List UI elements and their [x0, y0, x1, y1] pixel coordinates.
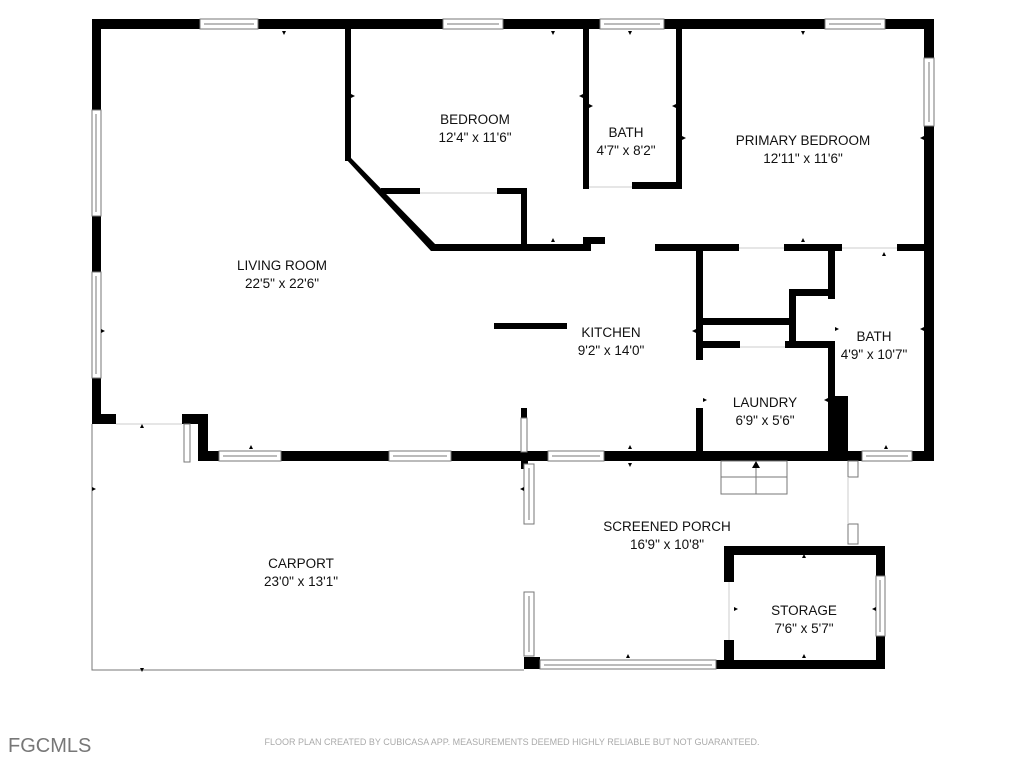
room-name: BATH [856, 329, 892, 344]
room-dimensions: 22'5" x 22'6" [244, 276, 320, 291]
room-name: LAUNDRY [732, 395, 798, 410]
room-carport: CARPORT 23'0" x 13'1" [264, 555, 338, 591]
room-name: BATH [608, 125, 644, 140]
room-dimensions: 4'9" x 10'7" [840, 347, 908, 362]
walls [92, 19, 934, 669]
disclaimer-text: FLOOR PLAN CREATED BY CUBICASA APP. MEAS… [0, 737, 1024, 747]
room-dimensions: 9'2" x 14'0" [577, 343, 645, 358]
room-kitchen: KITCHEN 9'2" x 14'0" [578, 324, 645, 360]
room-bath-1: BATH 4'7" x 8'2" [596, 124, 655, 160]
room-name: KITCHEN [581, 325, 641, 340]
room-dimensions: 4'7" x 8'2" [596, 143, 656, 158]
room-dimensions: 12'4" x 11'6" [438, 130, 512, 145]
room-primary-bedroom: PRIMARY BEDROOM 12'11" x 11'6" [736, 132, 871, 168]
room-name: PRIMARY BEDROOM [735, 133, 871, 148]
dimension-ticks [92, 31, 924, 672]
room-bath-2: BATH 4'9" x 10'7" [841, 328, 908, 364]
room-living-room: LIVING ROOM 22'5" x 22'6" [237, 257, 327, 293]
room-laundry: LAUNDRY 6'9" x 5'6" [733, 394, 797, 430]
room-name: CARPORT [268, 556, 334, 571]
windows [91, 18, 935, 670]
room-storage: STORAGE 7'6" x 5'7" [771, 602, 837, 638]
disclaimer-label: FLOOR PLAN CREATED BY CUBICASA APP. MEAS… [264, 737, 760, 747]
room-dimensions: 23'0" x 13'1" [263, 574, 339, 589]
room-name: STORAGE [771, 603, 837, 618]
room-dimensions: 12'11" x 11'6" [763, 151, 843, 166]
mls-logo: FGCMLS [8, 735, 92, 757]
room-name: LIVING ROOM [236, 258, 328, 273]
room-bedroom: BEDROOM 12'4" x 11'6" [438, 111, 511, 147]
room-dimensions: 6'9" x 5'6" [735, 413, 795, 428]
room-name: BEDROOM [440, 112, 510, 127]
thin-lines [91, 186, 897, 671]
room-screened-porch: SCREENED PORCH 16'9" x 10'8" [603, 518, 731, 554]
room-dimensions: 16'9" x 10'8" [629, 537, 705, 552]
room-name: SCREENED PORCH [603, 519, 731, 534]
room-dimensions: 7'6" x 5'7" [774, 621, 834, 636]
